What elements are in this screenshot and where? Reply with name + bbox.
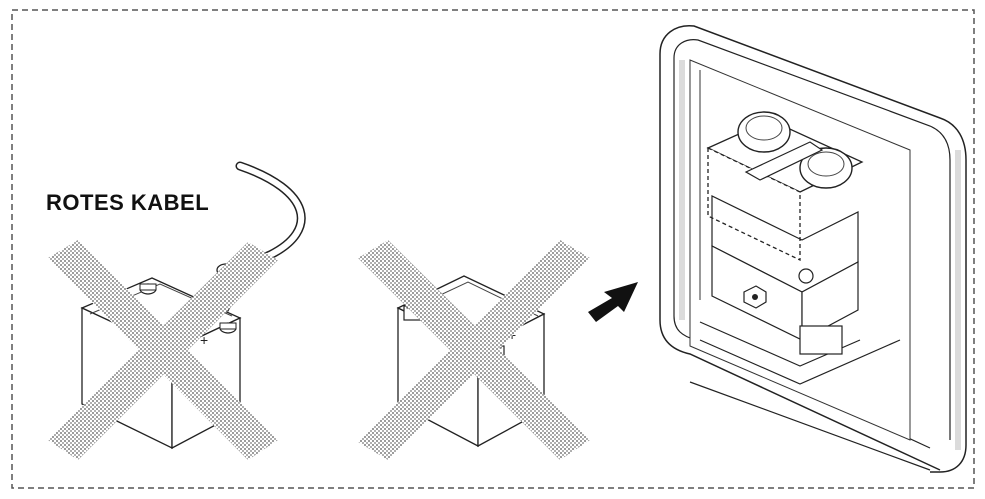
arrow-right-icon — [588, 282, 638, 322]
battery-wrong-1: + + — [48, 161, 306, 460]
battery-wrong-2: − + — [358, 240, 590, 460]
generator-battery-compartment — [659, 25, 967, 473]
dashed-frame — [11, 9, 975, 489]
cable-label: ROTES KABEL — [46, 190, 210, 215]
plus-sign-1b: + — [200, 332, 208, 348]
